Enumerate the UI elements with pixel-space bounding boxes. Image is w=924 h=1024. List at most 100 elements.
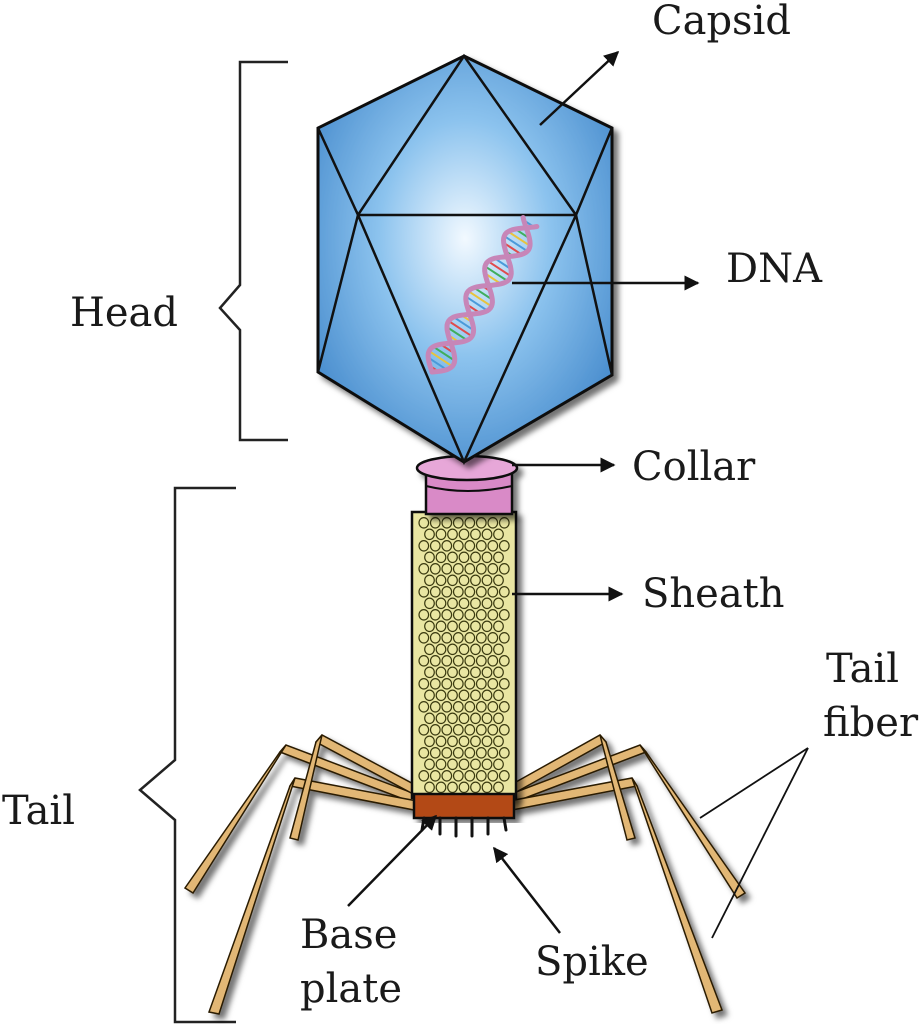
sheath-subunit <box>429 539 441 552</box>
sheath-subunit <box>481 643 493 656</box>
sheath-subunit <box>470 643 481 656</box>
sheath-subunit <box>464 677 476 690</box>
sheath-subunit <box>441 700 453 713</box>
sheath-subunit <box>441 677 453 690</box>
sheath-subunits <box>418 516 510 794</box>
label-base-plate-line2: plate <box>300 966 402 1012</box>
capsid-arrow <box>539 50 620 126</box>
sheath-subunit <box>498 654 510 667</box>
sheath-subunit <box>447 689 458 702</box>
dna-strand-1 <box>429 215 533 375</box>
sheath-subunit <box>470 574 481 587</box>
sheath-subunit <box>487 769 499 782</box>
label-sheath: Sheath <box>642 571 785 617</box>
sheath-subunit <box>452 654 464 667</box>
sheath-subunit <box>493 643 504 656</box>
sheath-subunit <box>424 528 435 541</box>
sheath <box>410 510 518 800</box>
sheath-subunit <box>498 516 510 529</box>
spike-arrow <box>493 846 561 934</box>
label-capsid: Capsid <box>652 0 791 44</box>
sheath-subunit <box>424 597 435 610</box>
dna-base-pair <box>473 286 493 301</box>
sheath-subunit <box>464 746 476 759</box>
sheath-subunit <box>441 654 453 667</box>
sheath-subunit <box>418 539 430 552</box>
sheath-subunit <box>447 666 458 679</box>
sheath-subunit <box>418 631 430 644</box>
sheath-subunit <box>475 746 487 759</box>
label-tail-fiber-line1: Tail <box>826 646 899 692</box>
sheath-subunit <box>464 723 476 736</box>
sheath-subunit <box>447 643 458 656</box>
sheath-subunit <box>452 746 464 759</box>
sheath-subunit <box>475 585 487 598</box>
sheath-subunit <box>429 585 441 598</box>
sheath-subunit <box>481 781 493 794</box>
label-head: Head <box>70 290 178 336</box>
sheath-subunit <box>424 689 435 702</box>
sheath-subunit <box>429 700 441 713</box>
sheath-subunit <box>475 723 487 736</box>
sheath-subunit <box>458 551 470 564</box>
sheath-subunit <box>458 735 470 748</box>
sheath-subunit <box>475 677 487 690</box>
sheath-subunit <box>441 585 453 598</box>
dna-base-pair <box>427 356 448 371</box>
sheath-subunit <box>487 723 499 736</box>
sheath-subunit <box>475 769 487 782</box>
sheath-subunit <box>487 654 499 667</box>
sheath-subunit <box>429 516 441 529</box>
sheath-subunit <box>493 781 504 794</box>
sheath-subunit <box>424 574 435 587</box>
sheath-subunit <box>435 551 447 564</box>
label-spike: Spike <box>535 939 649 985</box>
sheath-subunit <box>447 528 458 541</box>
tail-fiber-right-front <box>508 777 723 1014</box>
sheath-subunit <box>493 758 504 771</box>
sheath-subunit <box>441 769 453 782</box>
pointer-arrows <box>347 50 700 934</box>
sheath-subunit <box>429 608 441 621</box>
sheath-subunit <box>452 539 464 552</box>
sheath-subunit <box>435 758 447 771</box>
sheath-subunit <box>470 689 481 702</box>
sheath-subunit <box>458 620 470 633</box>
tail-fiber-leaders <box>699 747 809 939</box>
head-bracket <box>218 60 288 442</box>
sheath-subunit <box>475 516 487 529</box>
sheath-subunit <box>487 585 499 598</box>
sheath-subunit <box>435 712 447 725</box>
sheath-subunit <box>447 574 458 587</box>
sheath-subunit <box>481 574 493 587</box>
dna-helix <box>425 215 540 375</box>
sheath-subunit <box>498 677 510 690</box>
sheath-subunit <box>464 562 476 575</box>
sheath-subunit <box>498 700 510 713</box>
sheath-subunit <box>470 620 481 633</box>
sheath-subunit <box>498 631 510 644</box>
sheath-subunit <box>441 746 453 759</box>
sheath-subunit <box>493 666 504 679</box>
sheath-subunit <box>435 735 447 748</box>
sheath-subunit <box>424 666 435 679</box>
dna-base-pair <box>503 235 528 253</box>
sheath-subunit <box>447 597 458 610</box>
sheath-subunit <box>435 666 447 679</box>
sheath-subunit <box>435 643 447 656</box>
sheath-subunit <box>493 620 504 633</box>
sheath-subunit <box>418 654 430 667</box>
sheath-subunit <box>493 689 504 702</box>
spikes <box>420 816 508 838</box>
sheath-subunit <box>435 528 447 541</box>
label-base-plate-line1: Base <box>300 912 397 958</box>
base-plate-arrow <box>347 814 438 907</box>
sheath-subunit <box>458 574 470 587</box>
sheath-subunit <box>429 677 441 690</box>
sheath-subunit <box>418 562 430 575</box>
sheath-subunit <box>470 758 481 771</box>
sheath-subunit <box>475 654 487 667</box>
sheath-subunit <box>481 597 493 610</box>
sheath-subunit <box>464 769 476 782</box>
sheath-subunit <box>498 723 510 736</box>
